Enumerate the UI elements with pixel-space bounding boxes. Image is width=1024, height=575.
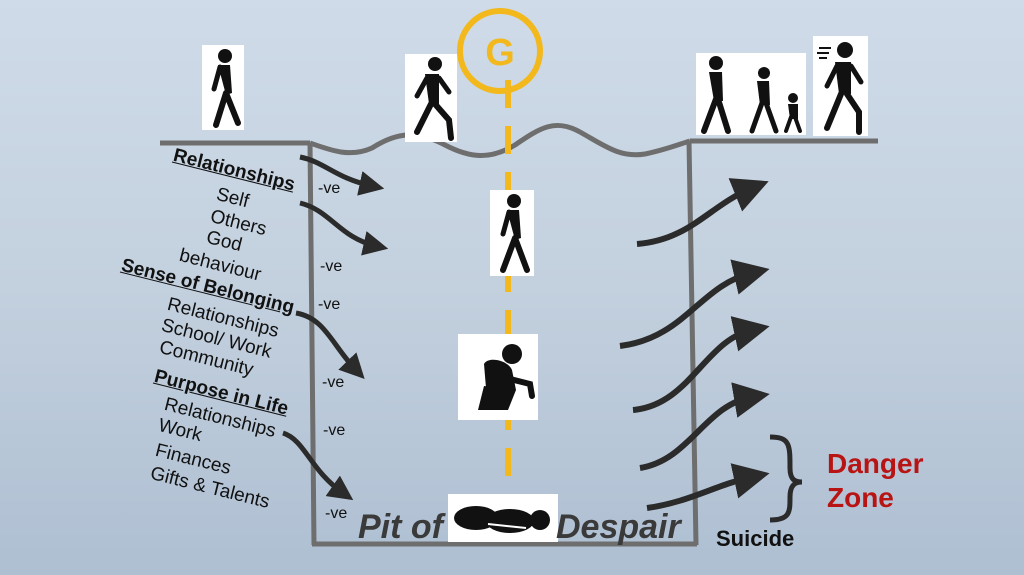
climbing-arrow: [632, 316, 770, 413]
climbing-arrow: [639, 382, 770, 471]
negative-label: -ve: [323, 422, 346, 439]
falling-arrow: [299, 200, 389, 256]
despair-label: Despair: [556, 508, 681, 546]
danger-label: Danger: [827, 448, 924, 479]
crouching-person-icon: [458, 334, 538, 420]
negative-label: -ve: [318, 180, 341, 197]
falling-arrow: [299, 154, 385, 196]
right-wall: [686, 140, 699, 546]
danger-brace: [769, 434, 803, 523]
climbing-arrow: [636, 178, 769, 247]
suicide-label: Suicide: [716, 526, 795, 551]
falling-arrow: [282, 430, 354, 501]
climbing-arrow: [619, 259, 770, 349]
climbing-arrow: [646, 463, 770, 511]
goal-letter: G: [485, 32, 515, 74]
sprinting-person-icon: [813, 36, 868, 136]
negative-label: -ve: [322, 374, 345, 391]
pit-of-label: Pit of: [358, 508, 443, 546]
walking-person-icon: [490, 190, 534, 276]
lying-person-icon: [448, 494, 558, 542]
pit-outline: [160, 122, 878, 547]
negative-label: -ve: [320, 258, 343, 275]
left-wall: [307, 142, 317, 546]
water-surface: [309, 122, 691, 158]
falling-arrow: [295, 310, 365, 380]
goal-circle: [457, 8, 543, 94]
walking-person-icon: [202, 45, 244, 130]
running-person-icon: [405, 54, 457, 142]
climbing-arrows: [619, 178, 770, 511]
family-walking-icon: [696, 53, 806, 135]
negative-label: -ve: [318, 296, 341, 313]
zone-label: Zone: [827, 482, 894, 513]
falling-arrows: [282, 154, 389, 501]
negative-label: -ve: [325, 505, 348, 522]
